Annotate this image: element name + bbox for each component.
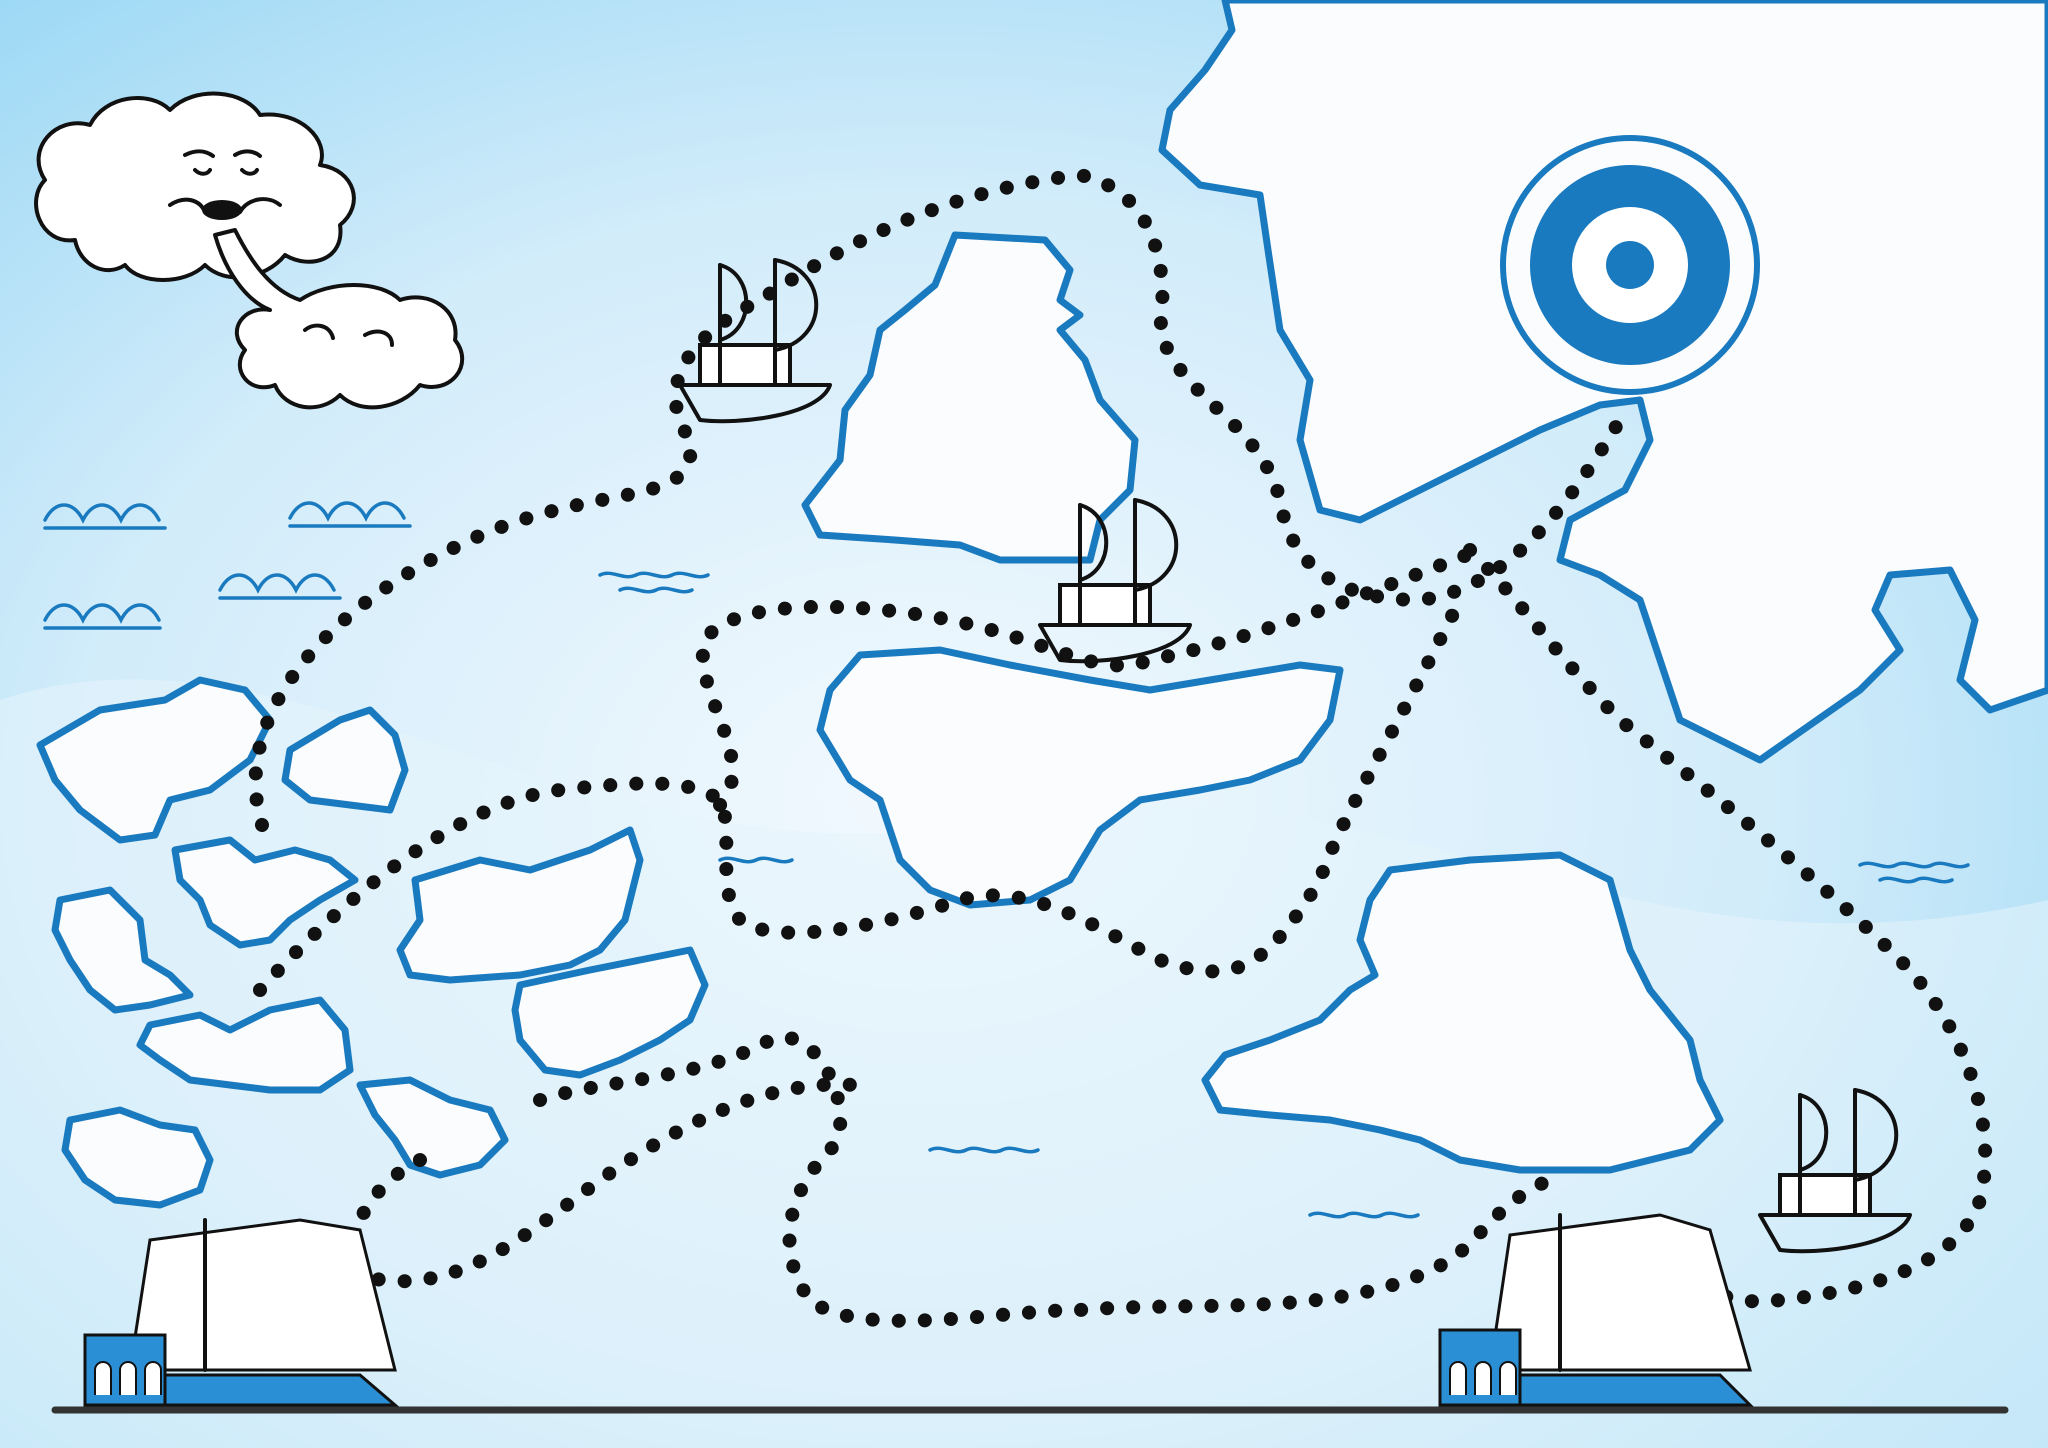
route-north — [248, 167, 1627, 832]
wave-icon — [1308, 1211, 1420, 1219]
island-southeast — [1201, 851, 1724, 1174]
island-w8 — [61, 1106, 214, 1209]
wave-icon — [718, 856, 794, 864]
wave-icon — [598, 571, 710, 594]
wave-icon — [218, 573, 342, 600]
island-w1 — [36, 676, 274, 844]
wave-icon — [288, 501, 412, 528]
mainland — [1158, 0, 2048, 764]
bullseye-target[interactable] — [1500, 135, 1760, 395]
wind-cloud — [34, 91, 465, 410]
island-central — [816, 646, 1344, 909]
wave-icon — [1858, 861, 1970, 884]
island-w6 — [136, 996, 354, 1094]
wind-gust-cloud — [213, 228, 465, 410]
route-east — [1463, 543, 1993, 1309]
route-middle — [696, 543, 1487, 812]
island-w9 — [356, 1076, 509, 1179]
route-lower — [253, 593, 1467, 997]
start-ship-west[interactable] — [83, 1218, 400, 1407]
wave-marks — [43, 501, 1970, 1219]
cloud-face-icon — [34, 91, 356, 282]
wave-icon — [928, 1146, 1040, 1154]
wave-icon — [43, 503, 167, 530]
route-southern — [533, 1030, 1557, 1328]
island-w7 — [511, 946, 709, 1079]
island-w4 — [51, 886, 194, 1014]
island-w2 — [281, 706, 409, 814]
sailing-ship-east[interactable] — [1758, 1088, 1912, 1254]
route-west-loop — [347, 1077, 862, 1289]
islands — [36, 231, 1724, 1209]
island-w5 — [396, 826, 644, 984]
dotted-routes — [248, 167, 1993, 1328]
sailing-ship-north[interactable] — [678, 258, 832, 424]
island-north — [801, 231, 1139, 564]
island-w3 — [171, 836, 359, 949]
wave-icon — [43, 603, 162, 630]
sailing-ship-center[interactable] — [1038, 498, 1192, 664]
start-ship-east[interactable] — [1438, 1213, 1754, 1407]
